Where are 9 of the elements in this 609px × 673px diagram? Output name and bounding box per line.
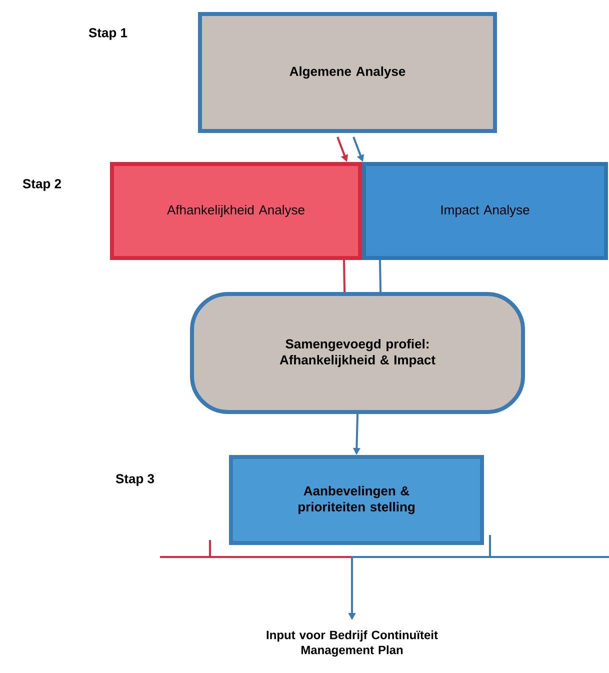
step-label: Stap 1 [88, 28, 128, 40]
rounded-box: Samengevoegd profiel: Afhankelijkheid & Impact [190, 292, 525, 414]
process-box: Algemene Analyse [198, 12, 497, 133]
step-label: Stap 2 [22, 179, 61, 191]
output-text: Input voor Bedrijf Continuïteit Management Plan [266, 630, 438, 657]
process-box: Aanbevelingen & prioriteiten stelling [229, 455, 484, 545]
step-label: Stap 3 [116, 474, 154, 486]
process-box: Afhankelijkheid Analyse [110, 162, 362, 260]
process-box: Impact Analyse [362, 162, 608, 260]
